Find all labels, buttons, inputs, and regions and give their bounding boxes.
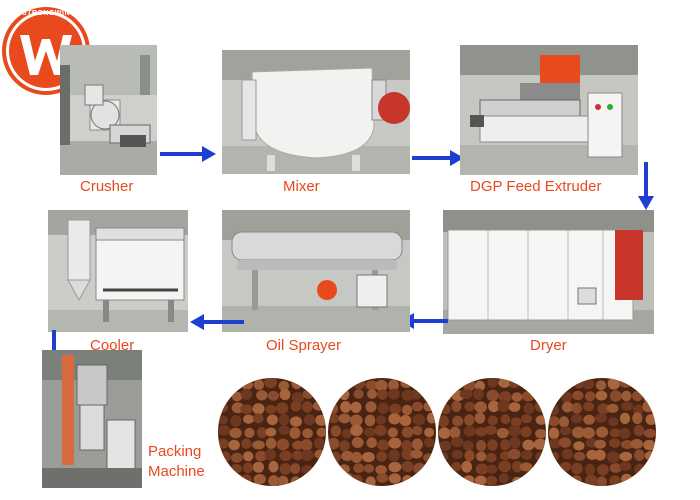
feed-pellets-image [548, 378, 656, 486]
arrow-down-icon [638, 162, 654, 210]
arrow-left-icon [190, 314, 244, 330]
stage-label-extruder: DGP Feed Extruder [470, 178, 602, 195]
packing-machine-photo [42, 350, 142, 488]
mixer-photo [222, 50, 410, 174]
packing-label-text: Packing Machine [148, 443, 205, 480]
logo-text: STRONGWIN [21, 10, 71, 17]
stage-label-dryer: Dryer [530, 337, 567, 354]
feed-pellets-image [328, 378, 436, 486]
dryer-photo [443, 210, 654, 334]
stage-label-crusher: Crusher [80, 178, 134, 195]
arrow-right-icon [160, 146, 216, 162]
stage-label-oil-sprayer: Oil Sprayer [266, 337, 342, 354]
stage-label-packing: Packing Machine [148, 442, 205, 482]
oil-sprayer-photo [222, 210, 410, 332]
stage-label-cooler: Cooler [90, 337, 135, 354]
feed-pellets-image [438, 378, 546, 486]
extruder-photo [460, 45, 638, 175]
cooler-photo [48, 210, 188, 332]
stage-label-mixer: Mixer [283, 178, 320, 195]
arrow-right-icon [412, 150, 464, 166]
feed-pellets-image [218, 378, 326, 486]
crusher-photo [60, 45, 157, 175]
